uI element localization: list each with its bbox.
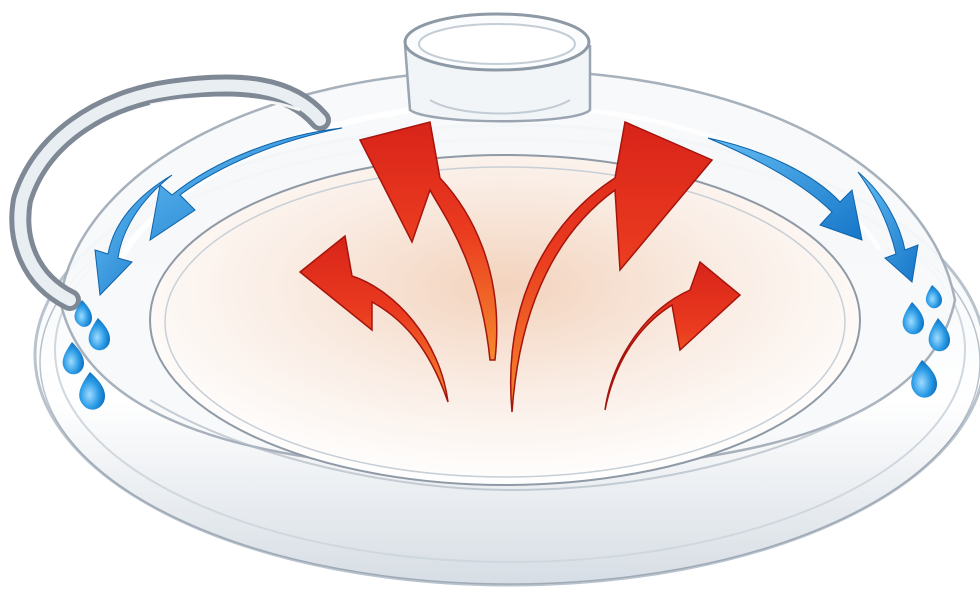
- steam-vent-icon: [405, 14, 590, 121]
- glass-lid-icon: [60, 70, 955, 490]
